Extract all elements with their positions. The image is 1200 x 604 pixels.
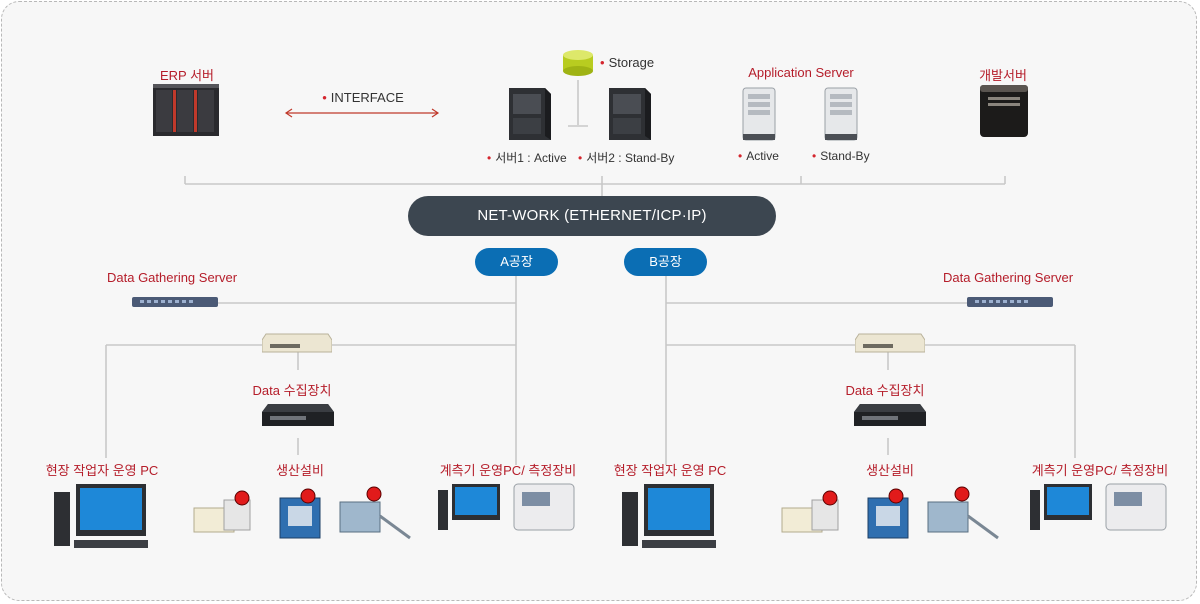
factory-a-switch-icon	[132, 297, 218, 307]
factory-b-gathering-label: Data Gathering Server	[943, 270, 1074, 285]
server1-label: •서버1 : Active	[487, 151, 567, 165]
server2-icon	[609, 88, 651, 140]
erp-server-label: ERP 서버	[159, 68, 215, 83]
app-server-standby-icon	[824, 87, 858, 141]
factory-b-switch-icon	[967, 297, 1053, 307]
factory-b-worker-pc-label: 현장 작업자 운영 PC	[613, 463, 727, 478]
factory-b-measure-equipment-icon	[1030, 483, 1167, 531]
network-bar: NET-WORK (ETHERNET/ICP·IP)	[408, 196, 776, 236]
factory-a-gathering-label: Data Gathering Server	[107, 270, 238, 285]
factory-b-badge: B공장	[624, 248, 707, 276]
factory-a-worker-pc-label: 현장 작업자 운영 PC	[45, 463, 159, 478]
factory-b-production-label: 생산설비	[866, 463, 914, 478]
factory-a-collector-icon	[262, 404, 334, 426]
app-active-label: •Active	[738, 149, 779, 163]
factory-b-collector-icon	[854, 404, 926, 426]
factory-a-hub-icon	[262, 333, 332, 353]
application-server-label: Application Server	[748, 65, 854, 80]
dev-server-label: 개발서버	[979, 68, 1027, 83]
factory-a-production-equipment-icon	[193, 486, 411, 540]
factory-b-worker-pc-icon	[622, 484, 716, 548]
erp-server-icon	[153, 84, 219, 136]
factory-a-production-label: 생산설비	[276, 463, 324, 478]
interface-label: •INTERFACE	[322, 90, 404, 105]
factory-a-badge: A공장	[475, 248, 558, 276]
factory-b-collector-label: Data 수집장치	[845, 383, 925, 398]
factory-a-measure-equipment-icon	[438, 483, 575, 531]
storage-icon	[563, 50, 593, 76]
storage-label: •Storage	[600, 55, 655, 70]
dev-server-icon	[980, 85, 1028, 137]
factory-a-measure-label: 계측기 운영PC/ 측정장비	[439, 463, 577, 478]
factory-a-worker-pc-icon	[54, 484, 148, 548]
server1-icon	[509, 88, 551, 140]
factory-b-production-equipment-icon	[781, 486, 999, 540]
app-standby-label: •Stand-By	[812, 149, 870, 163]
factory-a-collector-label: Data 수집장치	[252, 383, 332, 398]
factory-b-hub-icon	[855, 333, 925, 353]
server2-label: •서버2 : Stand-By	[578, 151, 675, 165]
factory-b-measure-label: 계측기 운영PC/ 측정장비	[1031, 463, 1169, 478]
app-server-active-icon	[742, 87, 776, 141]
